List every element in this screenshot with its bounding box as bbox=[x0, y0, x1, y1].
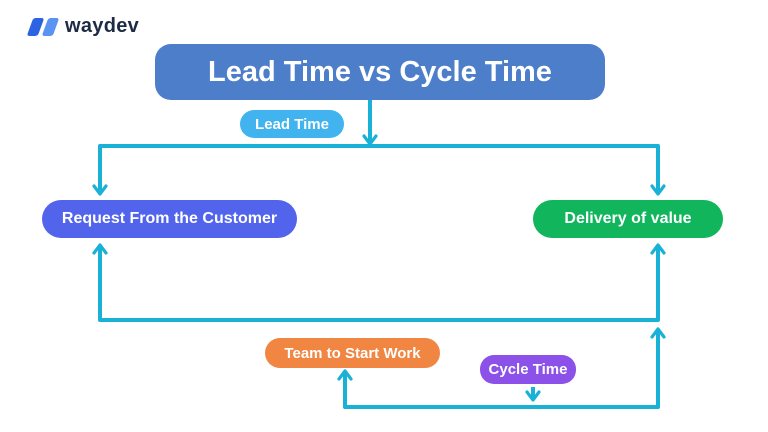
connector-lead-rail bbox=[92, 144, 666, 196]
lead-time-badge: Lead Time bbox=[240, 110, 344, 138]
waydev-logo: waydev bbox=[26, 15, 140, 38]
connector-feedback-rail bbox=[92, 243, 666, 322]
node-request-from-customer: Request From the Customer bbox=[42, 200, 297, 238]
connector-cycle-rail bbox=[337, 327, 666, 409]
node-team-to-start-work: Team to Start Work bbox=[265, 338, 440, 368]
brand-name: waydev bbox=[65, 15, 140, 37]
node-delivery-of-value: Delivery of value bbox=[533, 200, 723, 238]
cycle-time-badge: Cycle Time bbox=[480, 355, 576, 384]
diagram-title: Lead Time vs Cycle Time bbox=[155, 44, 605, 100]
